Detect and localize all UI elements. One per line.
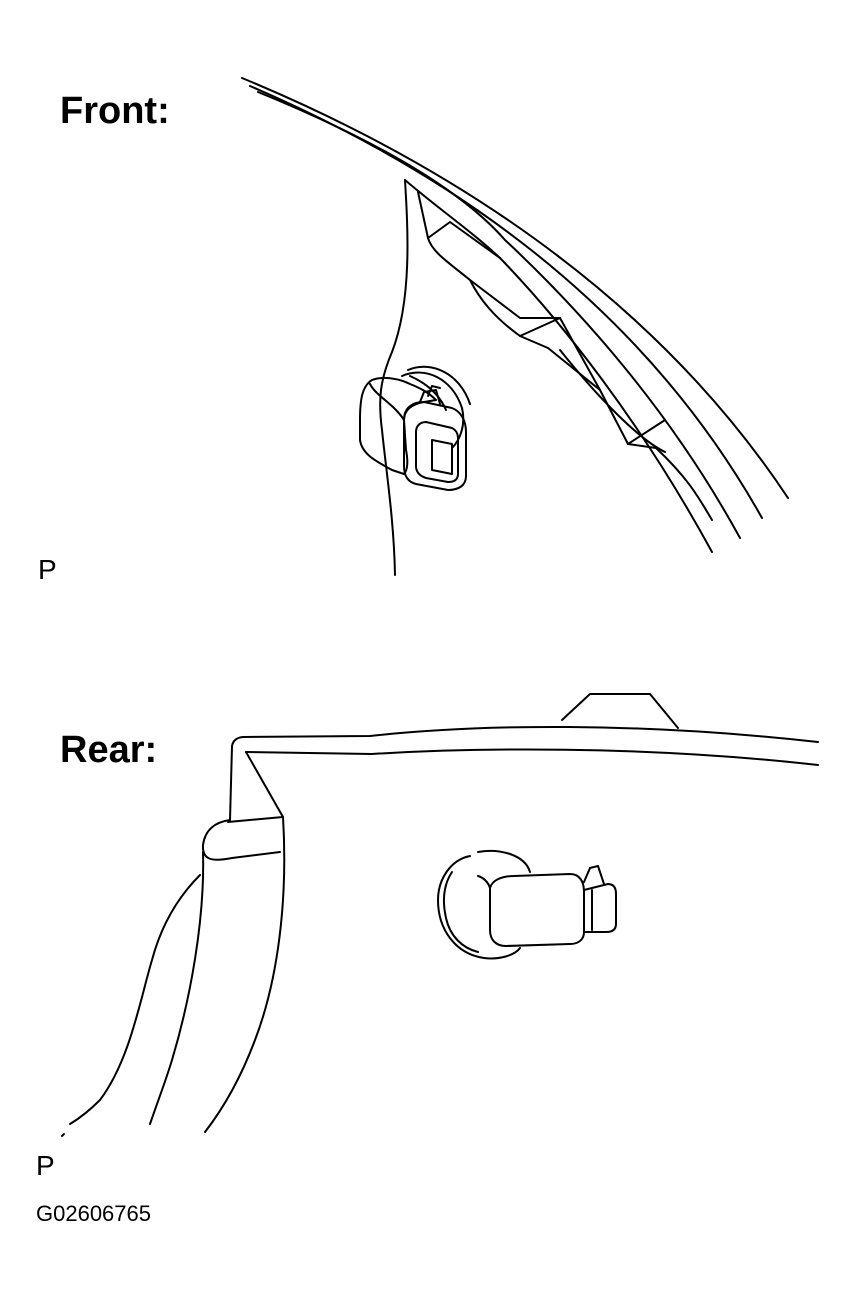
front-heading: Front:	[60, 90, 170, 132]
rear-top-frame	[229, 693, 819, 821]
figure-code: G02606765	[36, 1201, 151, 1226]
front-view	[241, 77, 789, 576]
rear-view	[61, 693, 819, 1137]
rear-marker: P	[36, 1150, 55, 1181]
rear-pillar	[61, 751, 286, 1137]
rear-heading: Rear:	[60, 729, 158, 771]
front-marker: P	[38, 554, 57, 585]
front-connector	[359, 365, 471, 491]
front-pillar-edge	[379, 179, 409, 576]
front-frame-curves	[241, 77, 789, 553]
rear-connector	[437, 849, 617, 960]
front-pillar-trim	[417, 191, 713, 521]
